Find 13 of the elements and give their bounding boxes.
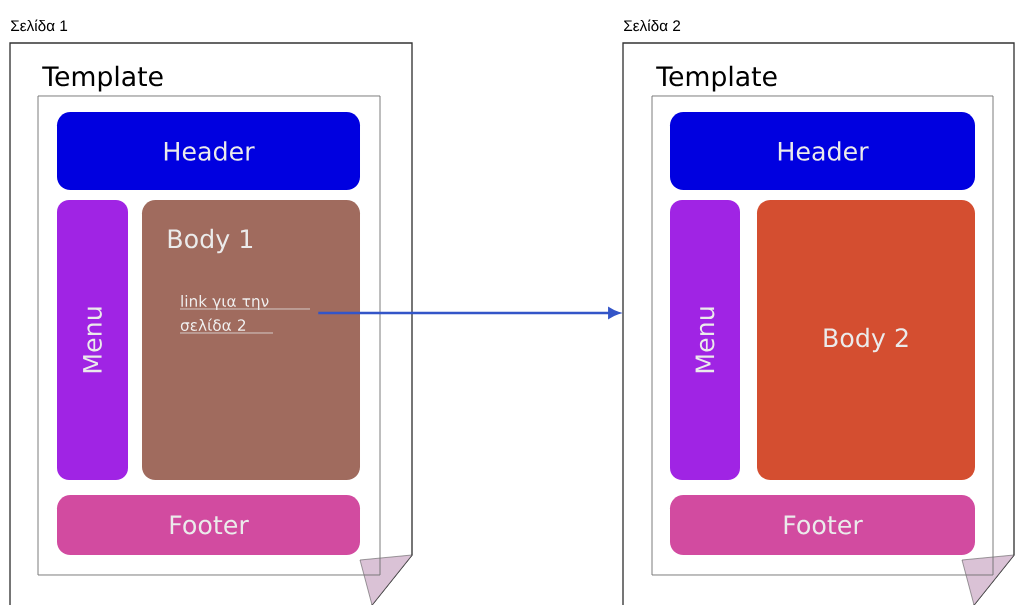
page-label: Σελίδα 2 [624, 19, 681, 32]
layout-block: Header [670, 112, 975, 190]
layout-block: Header [57, 112, 360, 190]
layout-block: Footer [670, 495, 975, 555]
arrow [318, 307, 620, 319]
template-title: Template [656, 65, 777, 92]
template-title: Template [42, 65, 163, 92]
page-label: Σελίδα 1 [11, 19, 68, 32]
menu-block: Menu [57, 200, 128, 480]
body-block: Body 2 [757, 200, 975, 480]
layout-block: Footer [57, 495, 360, 555]
link-text: link για την σελίδα 2 [179, 295, 311, 334]
menu-block: Menu [670, 200, 740, 480]
